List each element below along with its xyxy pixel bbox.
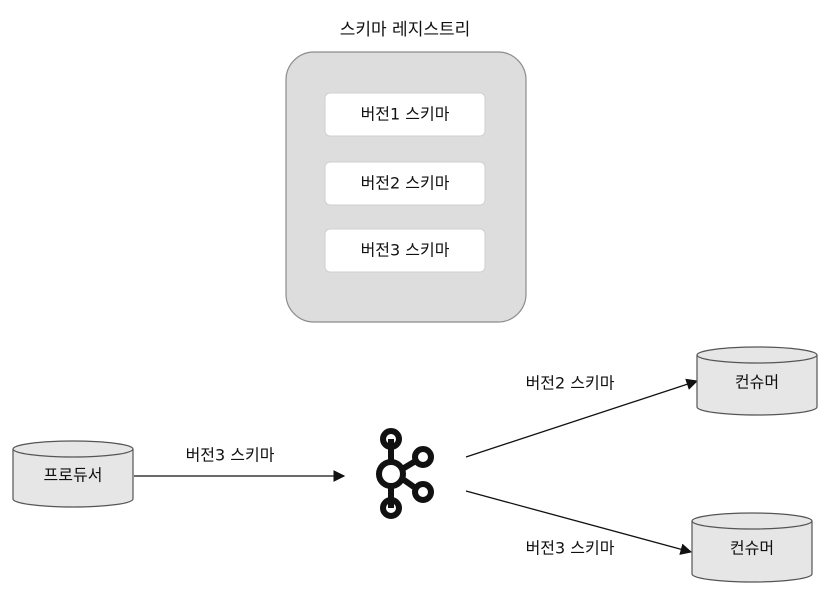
edge-producer-to-broker: 버전3 스키마 — [134, 446, 346, 482]
producer-label: 프로듀서 — [44, 466, 103, 485]
edge-label-producer: 버전3 스키마 — [186, 446, 275, 465]
consumer-label: 컨슈머 — [735, 373, 779, 392]
edge-broker-to-consumer-2: 버전3 스키마 — [465, 490, 693, 558]
kafka-icon — [376, 428, 434, 519]
edge-label-consumer-1: 버전2 스키마 — [526, 374, 615, 393]
schema-registry: 스키마 레지스트리 버전1 스키마 버전2 스키마 버전3 스키마 — [285, 20, 527, 323]
schema-card-label: 버전2 스키마 — [361, 174, 450, 193]
schema-card-label: 버전3 스키마 — [361, 241, 450, 260]
schema-card-label: 버전1 스키마 — [361, 105, 450, 124]
schema-card-v1[interactable]: 버전1 스키마 — [324, 92, 486, 137]
schema-card-v3[interactable]: 버전3 스키마 — [324, 228, 486, 273]
consumer-node-2[interactable]: 컨슈머 — [691, 512, 813, 583]
producer-node[interactable]: 프로듀서 — [12, 440, 134, 508]
registry-title: 스키마 레지스트리 — [340, 20, 471, 40]
consumer-label: 컨슈머 — [730, 539, 774, 558]
consumer-node-1[interactable]: 컨슈머 — [696, 346, 818, 416]
edge-label-consumer-2: 버전3 스키마 — [526, 539, 615, 558]
schema-card-v2[interactable]: 버전2 스키마 — [324, 161, 486, 206]
edge-broker-to-consumer-1: 버전2 스키마 — [465, 374, 699, 458]
